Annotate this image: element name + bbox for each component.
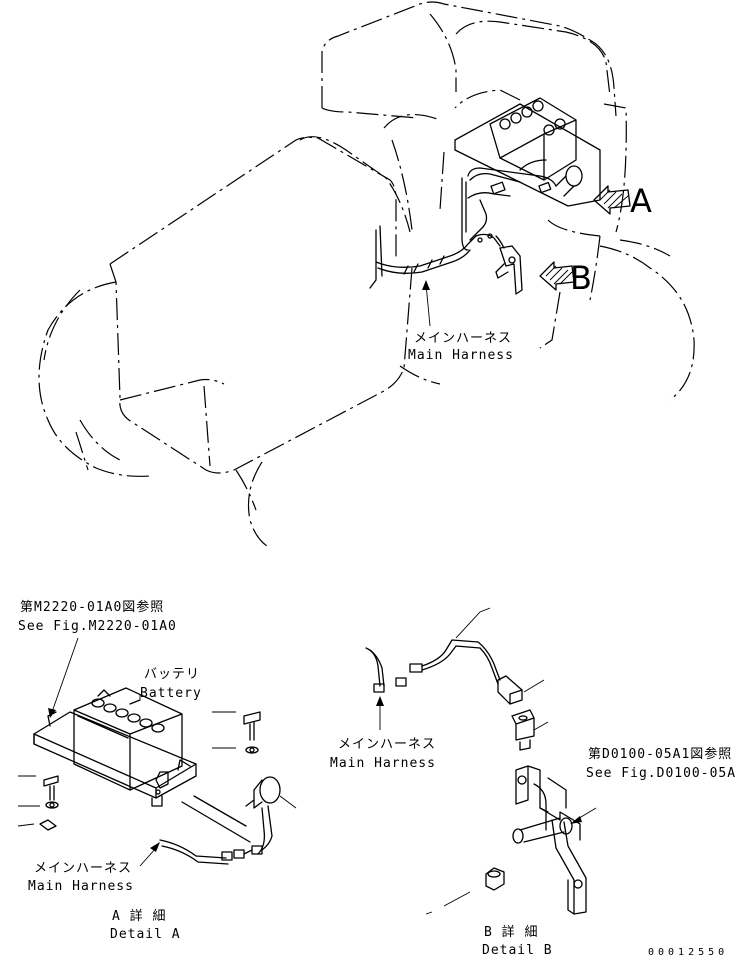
detail-b-leaders — [376, 607, 597, 915]
battery-assembly-top — [454, 97, 601, 251]
detail-b-ref-en: See Fig.D0100-05A1 — [586, 766, 737, 781]
drawing-number: 00012550 — [648, 947, 729, 958]
detail-a-title-jp: A 詳 細 — [112, 909, 167, 924]
view-label-a: A — [630, 182, 652, 220]
frame-outline-right — [539, 219, 695, 401]
detail-b-ref-jp: 第D0100-05A1図参照 — [588, 747, 733, 762]
view-arrow-a — [593, 185, 631, 215]
detail-b-harness-jp: メインハーネス — [338, 737, 437, 752]
detail-b-drawing — [365, 639, 587, 915]
top-harness-label-en: Main Harness — [408, 348, 514, 363]
detail-a-ref-en: See Fig.M2220-01A0 — [18, 619, 177, 634]
detail-a-ref-jp: 第M2220-01A0図参照 — [20, 600, 165, 615]
view-label-b: B — [570, 259, 592, 297]
detail-b-title-en: Detail B — [482, 943, 553, 958]
view-arrow-b — [539, 261, 575, 291]
battery-label-jp: バッテリ — [144, 667, 201, 682]
top-harness-label-jp: メインハーネス — [414, 331, 513, 346]
detail-a-title-en: Detail A — [110, 927, 181, 942]
leader-main-harness-top — [422, 280, 431, 327]
detail-a-drawing — [33, 687, 281, 865]
seat-outline — [38, 136, 441, 549]
detail-b-title-jp: B 詳 細 — [484, 925, 539, 940]
machine-body-outline — [299, 1, 627, 233]
main-harness-top — [369, 225, 501, 289]
detail-a-harness-en: Main Harness — [28, 879, 134, 894]
detail-a-harness-jp: メインハーネス — [34, 861, 133, 876]
key-switch-top — [495, 235, 523, 295]
detail-a-leaders — [17, 637, 297, 867]
detail-b-harness-en: Main Harness — [330, 756, 436, 771]
battery-label-en: Battery — [140, 686, 202, 701]
